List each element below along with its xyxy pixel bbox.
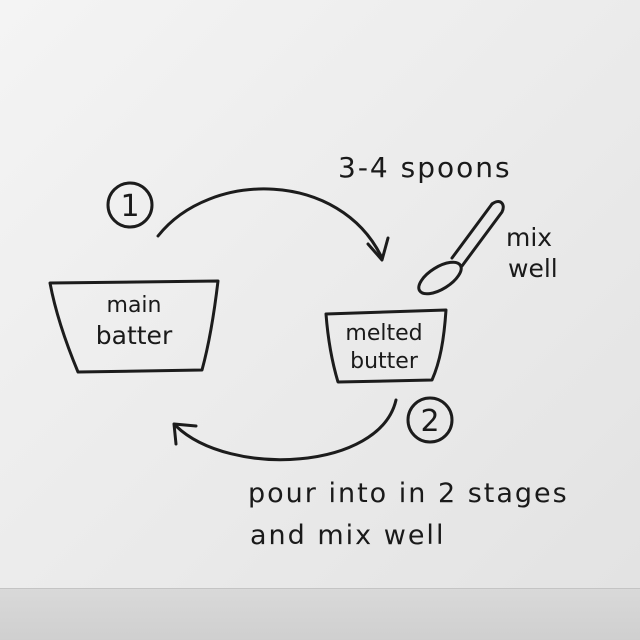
pour-note-line2: and mix well [250,520,445,551]
melted-butter-label-line2: butter [350,349,419,374]
paper-bottom-edge [0,588,640,640]
spoon-note-line1: mix [506,223,552,252]
spoon-amount-text: 3-4 spoons [338,151,512,184]
step-two-marker: 2 [406,396,454,444]
melted-butter-bowl: melted butter [324,308,448,384]
arrow-one-icon [156,187,390,262]
step-one-marker: 1 [106,181,154,229]
arrow-two-icon [172,398,398,462]
main-batter-label-line1: main [107,293,162,318]
step-two-number: 2 [420,404,439,439]
main-batter-label-line2: batter [96,321,173,350]
melted-butter-label-line1: melted [345,321,422,346]
main-batter-bowl: main batter [48,279,220,374]
step-one-circle [106,181,154,229]
step-one-number: 1 [120,189,139,224]
spoon-icon [417,200,505,296]
spoon-note-line2: well [508,254,558,283]
pour-note-line1: pour into in 2 stages [248,478,569,509]
step-two-circle [406,396,454,444]
